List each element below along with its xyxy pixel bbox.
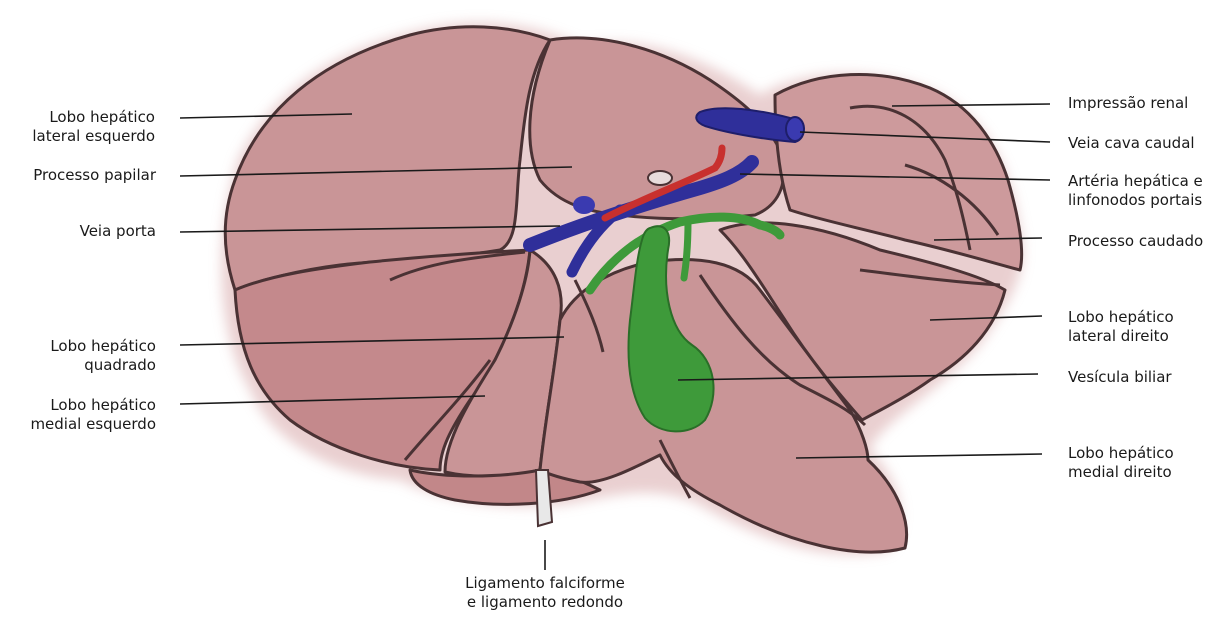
label-line: lateral esquerdo (32, 127, 155, 146)
label-line: linfonodos portais (1068, 191, 1203, 210)
bile-duct-branch (684, 222, 688, 278)
label-lobo-medial-direito: Lobo hepático medial direito (1068, 444, 1174, 482)
label-line: Impressão renal (1068, 94, 1188, 113)
label-line: Veia porta (80, 222, 156, 241)
portal-lymph-node (648, 171, 672, 185)
label-processo-caudado: Processo caudado (1068, 232, 1203, 251)
label-line: Lobo hepático (32, 108, 155, 127)
label-line: medial direito (1068, 463, 1174, 482)
label-line: Lobo hepático (30, 396, 156, 415)
label-lobo-lateral-esquerdo: Lobo hepático lateral esquerdo (32, 108, 155, 146)
label-line: Vesícula biliar (1068, 368, 1172, 387)
label-line: e ligamento redondo (455, 593, 635, 612)
label-line: Lobo hepático (1068, 308, 1174, 327)
label-vesicula-biliar: Vesícula biliar (1068, 368, 1172, 387)
label-arteria-hepatica: Artéria hepática e linfonodos portais (1068, 172, 1203, 210)
label-impressao-renal: Impressão renal (1068, 94, 1188, 113)
label-processo-papilar: Processo papilar (33, 166, 156, 185)
label-line: Veia cava caudal (1068, 134, 1195, 153)
label-veia-porta: Veia porta (80, 222, 156, 241)
label-line: Lobo hepático (50, 337, 156, 356)
label-lobo-lateral-direito: Lobo hepático lateral direito (1068, 308, 1174, 346)
label-line: Lobo hepático (1068, 444, 1174, 463)
vena-cava-end (786, 117, 804, 141)
label-line: lateral direito (1068, 327, 1174, 346)
label-line: Processo papilar (33, 166, 156, 185)
label-line: Ligamento falciforme (455, 574, 635, 593)
label-lobo-quadrado: Lobo hepático quadrado (50, 337, 156, 375)
label-line: Artéria hepática e (1068, 172, 1203, 191)
label-line: medial esquerdo (30, 415, 156, 434)
portal-vein-bulb (573, 196, 595, 214)
label-ligamento: Ligamento falciforme e ligamento redondo (455, 574, 635, 612)
label-veia-cava: Veia cava caudal (1068, 134, 1195, 153)
label-lobo-medial-esquerdo: Lobo hepático medial esquerdo (30, 396, 156, 434)
label-line: quadrado (50, 356, 156, 375)
falciform-ligament (536, 470, 552, 526)
label-line: Processo caudado (1068, 232, 1203, 251)
